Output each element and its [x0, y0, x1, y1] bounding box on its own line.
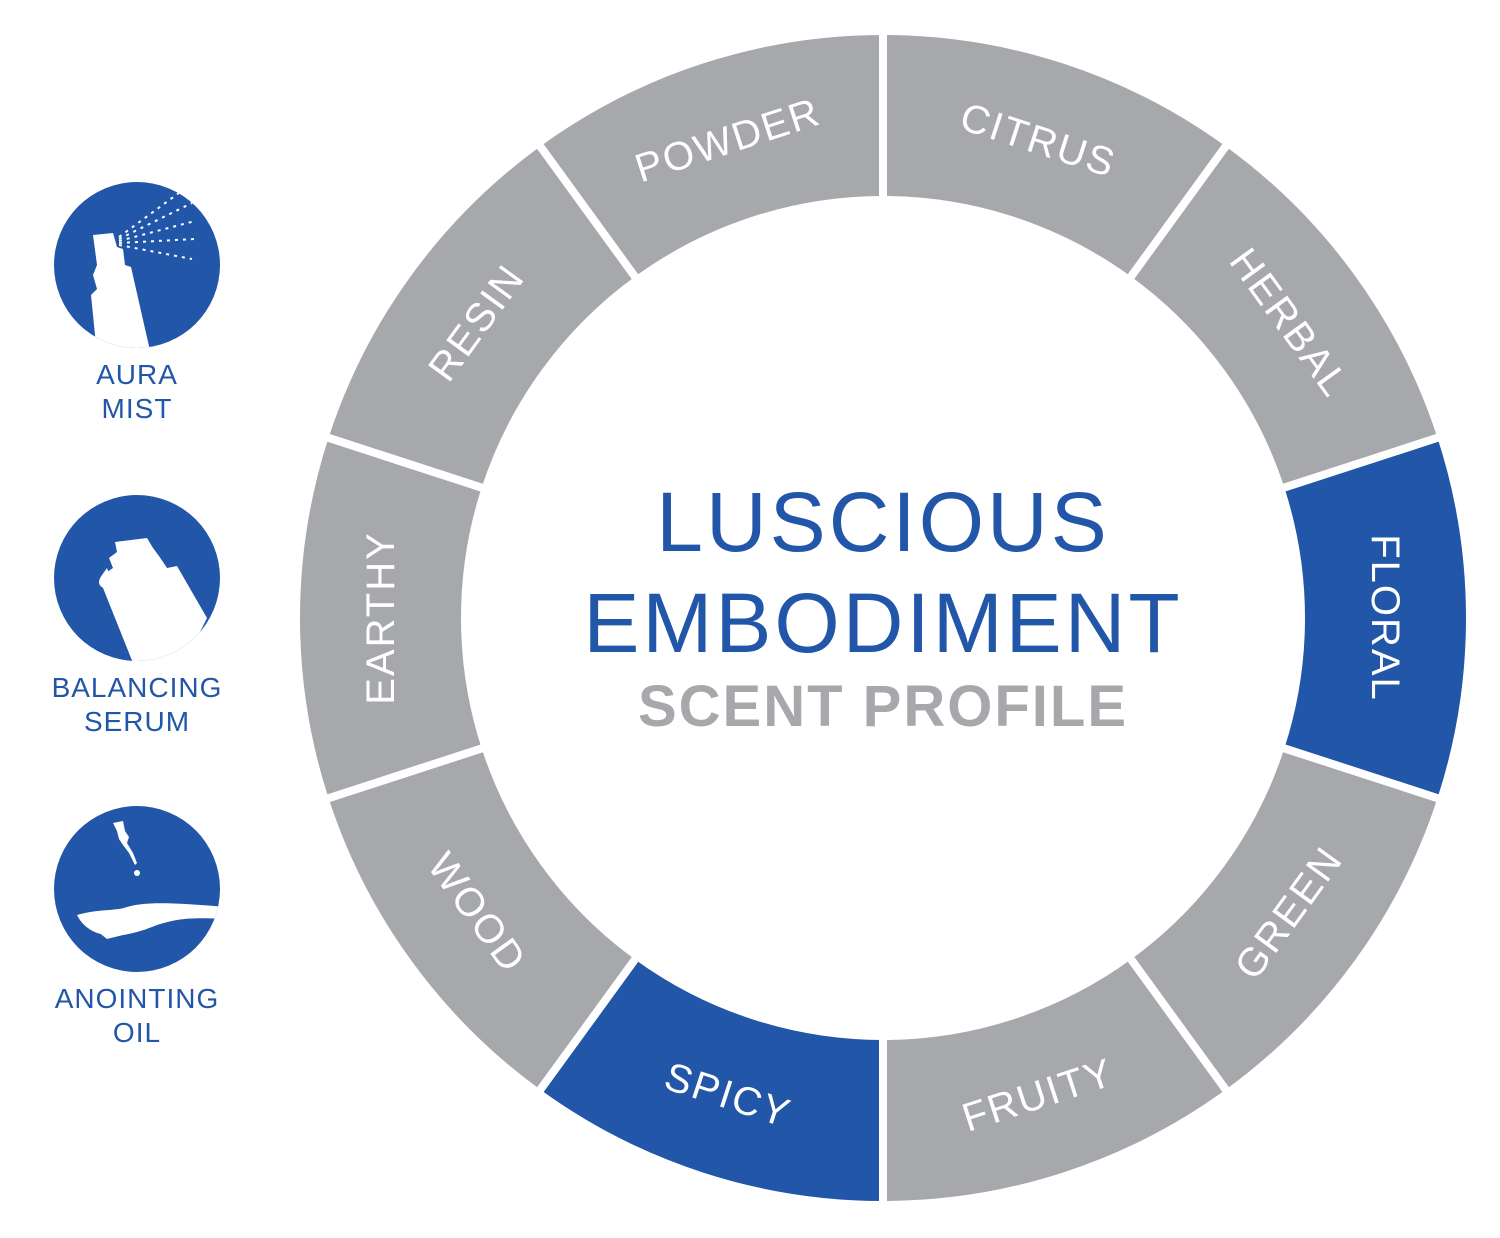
pump-bottle-icon [54, 495, 220, 661]
title-line-1: LUSCIOUS [656, 475, 1110, 569]
dropper-hand-icon [54, 806, 220, 972]
subtitle: SCENT PROFILE [637, 674, 1129, 739]
segment-label: EARTHY [359, 531, 403, 705]
title-line-2: EMBODIMENT [583, 576, 1183, 670]
spray-bottle-icon [54, 182, 220, 348]
segment-label: FLORAL [1363, 534, 1407, 702]
segment-powder [532, 26, 887, 286]
